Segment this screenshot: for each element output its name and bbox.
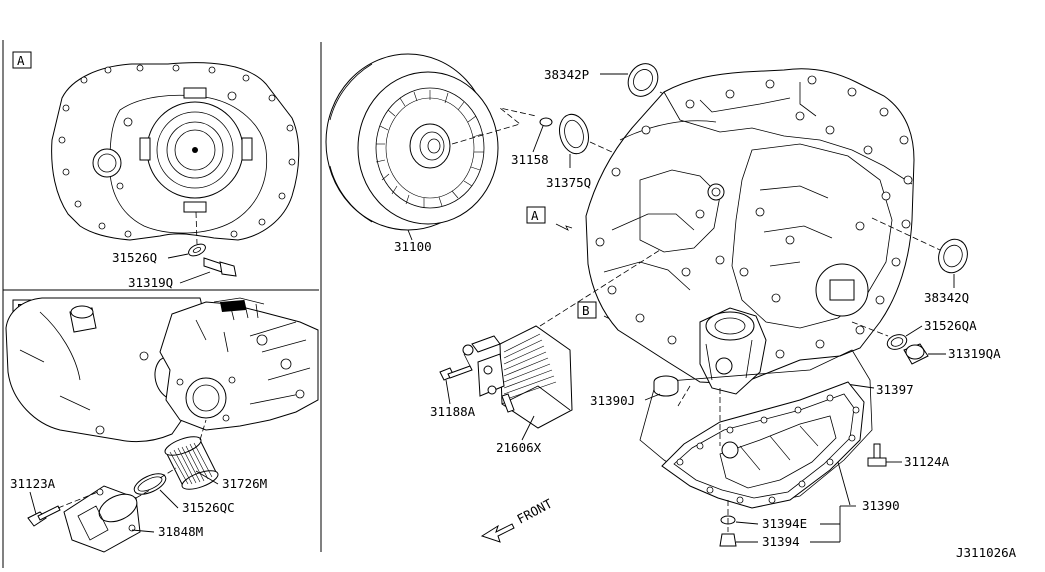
view-b-panel: B (5, 297, 319, 553)
view-a-housing (51, 62, 300, 241)
label-21606x: 21606X (496, 440, 542, 455)
panel-frames (2, 40, 322, 568)
label-31390j: 31390J (590, 393, 635, 408)
label-31158: 31158 (511, 152, 549, 167)
label-31319q: 31319Q (128, 275, 173, 290)
plug-31319qa (903, 343, 929, 365)
transmission-case (585, 68, 915, 395)
view-b-marker: B (582, 303, 590, 318)
drain-plug-gasket-31526q (188, 243, 206, 257)
oil-pan-31390 (661, 381, 865, 509)
view-b-case-body (5, 297, 319, 443)
label-31526qc: 31526QC (182, 500, 235, 515)
front-direction-indicator: FRONT (480, 496, 555, 543)
oil-seal-38342q (938, 238, 968, 274)
bolt-31124a (867, 443, 887, 467)
label-31526qa: 31526QA (924, 318, 977, 333)
drain-plug-31394 (719, 533, 737, 547)
gasket-31526qa (886, 334, 908, 350)
o-ring-31158 (539, 117, 553, 127)
o-ring-31526qc (133, 473, 167, 495)
diagram-id: J311026A (956, 545, 1017, 560)
label-31726m: 31726M (222, 476, 267, 491)
label-31188a: 31188A (430, 404, 476, 419)
label-31390: 31390 (862, 498, 900, 513)
label-31375q: 31375Q (546, 175, 591, 190)
label-31319qa: 31319QA (948, 346, 1001, 361)
magnet-31390j (653, 375, 679, 397)
label-31526q: 31526Q (112, 250, 157, 265)
label-31397: 31397 (876, 382, 914, 397)
label-31124a: 31124A (904, 454, 950, 469)
label-38342p: 38342P (544, 67, 589, 82)
label-31848m: 31848M (158, 524, 203, 539)
view-a-panel: A (12, 51, 300, 290)
view-a-marker: A (531, 208, 539, 223)
oil-seal-31375q (559, 113, 589, 155)
front-label: FRONT (514, 496, 555, 527)
main-exploded-view: 31100 31158 31375Q 38342P A B (325, 53, 1017, 560)
label-31394e: 31394E (762, 516, 807, 531)
label-38342q: 38342Q (924, 290, 969, 305)
oil-cooler-21606x (471, 325, 573, 429)
filter-cover-31848m (63, 485, 141, 553)
bolt-31188a (439, 344, 474, 381)
torque-converter-31100 (325, 53, 499, 231)
drain-plug-31319q (203, 257, 237, 277)
label-31123a: 31123A (10, 476, 56, 491)
label-31100: 31100 (394, 239, 432, 254)
bolt-31123a (27, 505, 61, 527)
oil-seal-38342p (627, 63, 659, 97)
label-31394: 31394 (762, 534, 800, 549)
view-a-label: A (17, 53, 25, 68)
oil-filter-31726m (164, 436, 219, 490)
